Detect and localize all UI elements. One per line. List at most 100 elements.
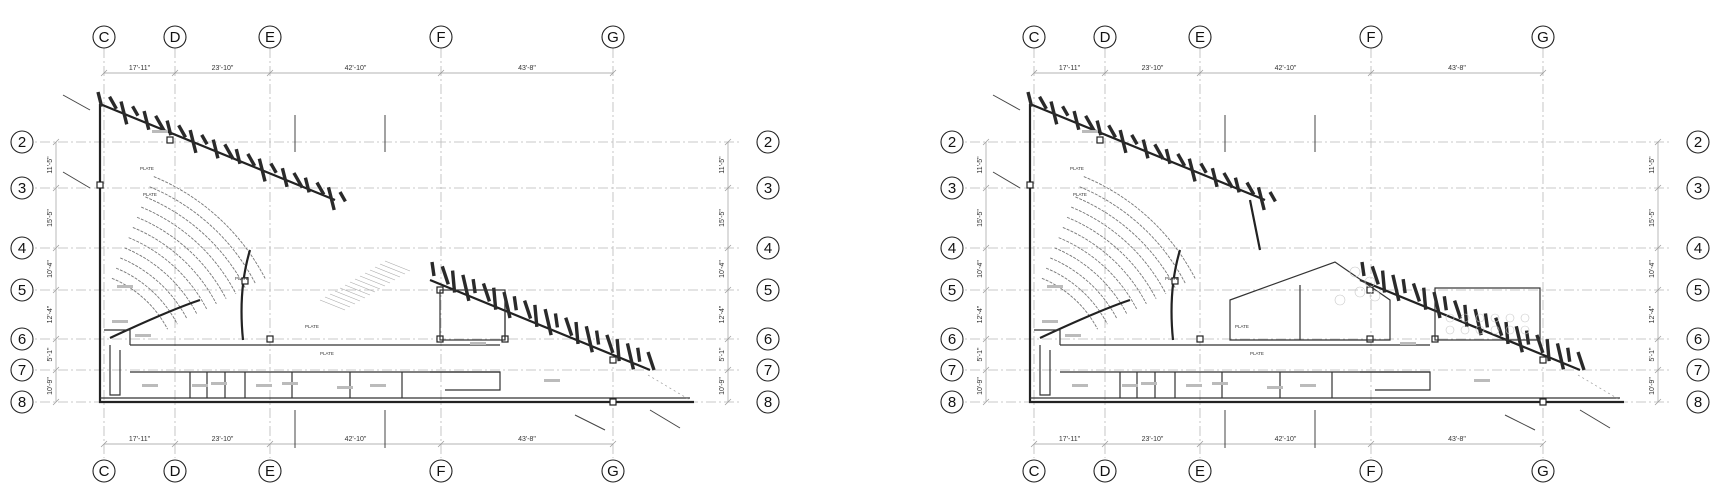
stair-tread xyxy=(379,263,406,275)
facade-fin xyxy=(533,304,539,328)
facade-fin xyxy=(223,143,235,160)
facade-fin xyxy=(1210,167,1219,188)
structural-column xyxy=(1539,356,1547,364)
dimension-label: 5'-1" xyxy=(977,347,984,361)
facade-fin xyxy=(177,124,188,139)
auditorium-seating xyxy=(111,176,266,330)
dimension-label: 12'-4" xyxy=(977,305,984,323)
elevation-tag: PLATE xyxy=(140,166,154,171)
dimension-label: 17'-11" xyxy=(1059,65,1081,72)
grid-bubble xyxy=(940,327,964,351)
facade-fin xyxy=(615,338,621,362)
facade-fin xyxy=(1199,162,1208,174)
classroom-block xyxy=(1229,261,1391,341)
grid-label-3: 3 xyxy=(764,180,772,197)
elevation-tag: PLATE xyxy=(1165,276,1179,281)
room-label-placeholder xyxy=(1082,130,1098,133)
chair xyxy=(1505,313,1515,323)
dimension-tick xyxy=(266,69,274,77)
dimension-label: 5'-1" xyxy=(47,347,54,361)
grid-label-7: 7 xyxy=(1694,362,1702,379)
elevation-tag: PLATE xyxy=(1250,351,1264,356)
dimension-tick xyxy=(52,138,60,146)
facade-fin xyxy=(200,134,209,146)
elevation-tag: PLATE xyxy=(320,351,334,356)
grid-bubble xyxy=(1686,278,1710,302)
structural-column xyxy=(1096,136,1104,144)
room-label-placeholder xyxy=(117,285,133,288)
section-marker xyxy=(62,171,91,189)
grid-label-C: C xyxy=(99,463,110,480)
room-label-placeholder xyxy=(1047,285,1063,288)
grid-label-5: 5 xyxy=(764,282,772,299)
dimension-label: 23'-10" xyxy=(1142,436,1164,443)
grid-bubble xyxy=(1022,459,1046,483)
dimension-tick xyxy=(437,440,445,448)
seat-row xyxy=(1083,176,1196,279)
facade-fin xyxy=(1130,134,1139,146)
grid-label-5: 5 xyxy=(18,282,26,299)
room-label-placeholder xyxy=(370,384,386,387)
dimension-label: 12'-4" xyxy=(719,305,726,323)
section-marker xyxy=(1579,409,1611,429)
dimension-label: 43'-8" xyxy=(518,65,536,72)
dimension-tick xyxy=(171,69,179,77)
grid-bubble xyxy=(940,176,964,200)
facade-fin xyxy=(1141,139,1150,159)
dimension-label: 11'-5" xyxy=(47,156,54,174)
grid-bubble xyxy=(601,459,625,483)
dimension-tick xyxy=(52,366,60,374)
dimension-label: 17'-11" xyxy=(129,436,151,443)
lounge-room xyxy=(1434,287,1541,341)
dimension-tick xyxy=(52,398,60,406)
grid-label-E: E xyxy=(265,463,275,480)
dimension-tick xyxy=(982,138,990,146)
facade-fin xyxy=(1391,274,1401,302)
stair-tread xyxy=(354,278,381,290)
structural-column xyxy=(266,335,274,343)
facade-fin xyxy=(142,110,151,131)
dimension-label: 10'-4" xyxy=(47,260,54,278)
seat-row xyxy=(1041,277,1098,330)
chair xyxy=(1445,325,1455,335)
grid-label-C: C xyxy=(1029,463,1040,480)
round-table xyxy=(1364,276,1376,288)
seat-row xyxy=(1062,227,1147,305)
room-label-placeholder xyxy=(470,342,486,345)
facade-fin xyxy=(326,186,336,211)
facade-fin xyxy=(646,351,656,371)
grid-bubble xyxy=(429,459,453,483)
facade-fin xyxy=(1245,181,1256,196)
grid-label-E: E xyxy=(265,29,275,46)
grid-bubble xyxy=(756,390,780,414)
facade-fin xyxy=(1380,270,1387,293)
dimension-tick xyxy=(1654,335,1662,343)
dimension-tick xyxy=(1101,440,1109,448)
room-label-placeholder xyxy=(1065,334,1081,337)
grid-label-6: 6 xyxy=(1694,331,1702,348)
facade-fin xyxy=(292,172,304,189)
ramp-wall xyxy=(430,371,501,391)
dimension-label: 11'-5" xyxy=(977,156,984,174)
room-label-placeholder xyxy=(1212,382,1228,385)
grid-label-E: E xyxy=(1195,463,1205,480)
seat-row xyxy=(1054,247,1128,315)
room-label-placeholder xyxy=(192,384,208,387)
grid-label-G: G xyxy=(1537,29,1549,46)
facade-fin xyxy=(1038,95,1048,110)
structural-column xyxy=(1196,335,1204,343)
grid-label-F: F xyxy=(436,29,445,46)
dimension-tick xyxy=(1654,398,1662,406)
facade-fin xyxy=(1233,177,1241,193)
dimension-tick xyxy=(724,244,732,252)
grid-bubble xyxy=(429,25,453,49)
dimension-label: 11'-5" xyxy=(1649,156,1656,174)
facade-fin xyxy=(1483,313,1490,328)
facade-fin xyxy=(108,95,118,110)
room-label-placeholder xyxy=(1042,320,1058,323)
stair-tread xyxy=(344,284,371,296)
dimension-tick xyxy=(724,366,732,374)
grid-label-2: 2 xyxy=(18,134,26,151)
structural-column xyxy=(609,398,617,406)
